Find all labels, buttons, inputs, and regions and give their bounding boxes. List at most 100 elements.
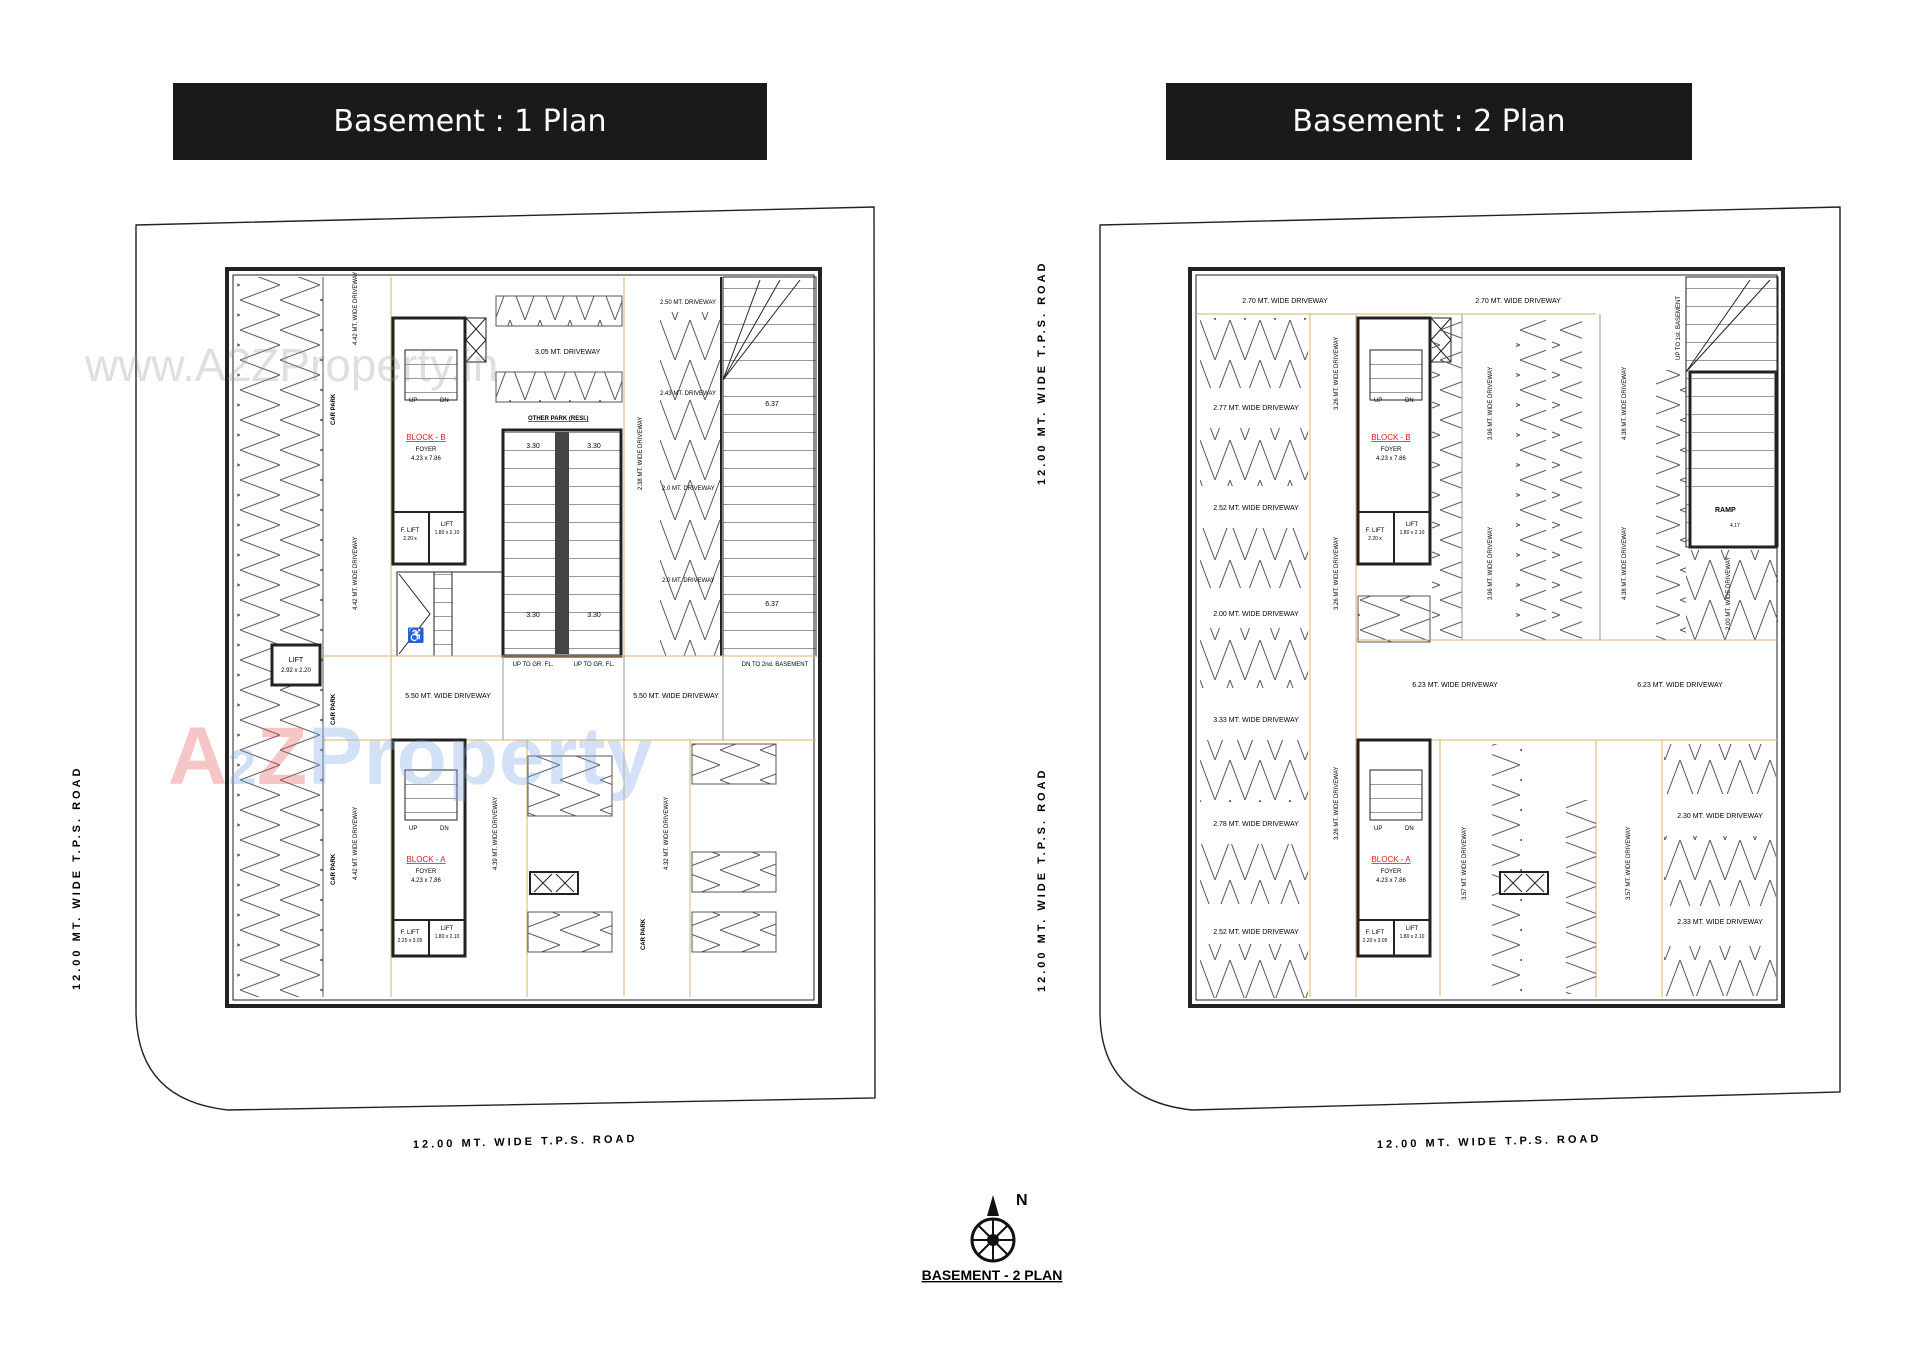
driveway-550: 5.50 MT. WIDE DRIVEWAY <box>633 693 719 700</box>
driveway-357: 3.57 MT. WIDE DRIVEWAY <box>1462 827 1468 900</box>
f-lift-size: 2.20 x 3.05 <box>1363 938 1388 944</box>
lift-label: LIFT <box>441 926 454 932</box>
driveway-277: 2.77 MT. WIDE DRIVEWAY <box>1213 405 1299 412</box>
foyer-size: 4.23 x 7.86 <box>411 456 441 462</box>
site-boundary <box>135 206 876 1111</box>
site-boundary <box>1099 206 1841 1111</box>
f-lift-size: 2.20 x <box>1368 536 1382 542</box>
accessible-icon: ♿ <box>407 627 424 644</box>
lift-size: 1.80 x 2.10 <box>1400 530 1425 536</box>
ramp-label: RAMP <box>1715 507 1736 514</box>
parking-strip-left <box>237 277 323 997</box>
compass-north-letter: N <box>1016 1192 1028 1209</box>
up-label: UP <box>1374 398 1382 404</box>
driveway-243: 2.43 MT. DRIVEWAY <box>660 391 716 397</box>
driveway-20: 2.0 MT. DRIVEWAY <box>662 578 715 584</box>
dn-label: DN <box>440 398 449 404</box>
foyer-size: 4.23 x 7.86 <box>411 878 441 884</box>
ramp-down-to-2nd <box>722 276 817 657</box>
dn-label: DN <box>440 826 449 832</box>
ramp-637: 6.37 <box>765 401 779 408</box>
driveway-250: 2.50 MT. DRIVEWAY <box>660 300 716 306</box>
driveway-top: 3.05 MT. DRIVEWAY <box>535 349 601 356</box>
lift-size: 1.80 x 2.10 <box>435 934 460 940</box>
car-park-label: CAR PARK <box>641 918 647 950</box>
parking-lower-mid <box>527 755 613 817</box>
ramp-637: 6.37 <box>765 601 779 608</box>
driveway-200: 2.00 MT. WIDE DRIVEWAY <box>1213 611 1299 618</box>
lift-box-left <box>270 643 322 687</box>
f-lift-label: F. LIFT <box>1366 528 1385 534</box>
foyer-label: FOYER <box>416 447 437 453</box>
up-label: UP <box>409 398 417 404</box>
road-label-left: 12.00 MT. WIDE T.P.S. ROAD <box>1036 767 1048 992</box>
driveway-623: 6.23 MT. WIDE DRIVEWAY <box>1637 682 1723 689</box>
lift-size: 1.80 x 2.10 <box>1400 934 1425 940</box>
lift-left-size: 2.92 x 2.20 <box>281 668 311 674</box>
basement-2-plan-banner: Basement : 2 Plan <box>1166 83 1692 160</box>
road-label-left-top: 12.00 MT. WIDE T.P.S. ROAD <box>1036 260 1048 485</box>
ramp-width: 3.30 <box>526 612 540 619</box>
lift-left-label: LIFT <box>289 657 304 664</box>
block-b-label: BLOCK - B <box>406 433 446 442</box>
driveway-432: 4.32 MT. WIDE DRIVEWAY <box>664 797 670 870</box>
car-park-label: CAR PARK <box>331 853 337 885</box>
up-label: UP <box>1374 826 1382 832</box>
up-to-1st-basement: UP TO 1st. BASEMENT <box>1676 296 1682 360</box>
driveway-357: 3.57 MT. WIDE DRIVEWAY <box>1626 827 1632 900</box>
foyer-label: FOYER <box>1381 447 1402 453</box>
driveway-396: 3.96 MT. WIDE DRIVEWAY <box>1488 527 1494 600</box>
driveway-326: 3.26 MT. WIDE DRIVEWAY <box>1334 767 1340 840</box>
driveway-278: 2.78 MT. WIDE DRIVEWAY <box>1213 821 1299 828</box>
road-label-left: 12.00 MT. WIDE T.P.S. ROAD <box>71 765 83 990</box>
ramp-width: 3.30 <box>587 443 601 450</box>
driveway-238: 2.38 MT. WIDE DRIVEWAY <box>638 417 644 490</box>
ramp-width: 3.30 <box>526 443 540 450</box>
f-lift-size: 2.20 x <box>403 536 417 542</box>
parking-lower-mid <box>1492 744 1522 994</box>
driveway-438: 4.38 MT. WIDE DRIVEWAY <box>1622 367 1628 440</box>
car-park-label: CAR PARK <box>331 393 337 425</box>
foyer-size: 4.23 x 7.86 <box>1376 456 1406 462</box>
block-a-label: BLOCK - A <box>406 855 446 864</box>
plan-2: 2.70 MT. WIDE DRIVEWAY 2.70 MT. WIDE DRI… <box>1036 206 1841 1151</box>
plan-1: LIFT 2.92 x 2.20 UP DN BLOCK - B FOYER 4… <box>71 206 876 1151</box>
driveway-442: 4.42 MT. WIDE DRIVEWAY <box>353 272 359 345</box>
basement-1-plan-banner: Basement : 1 Plan <box>173 83 767 160</box>
banner-title: Basement : 1 Plan <box>333 104 607 139</box>
driveway-252: 2.52 MT. WIDE DRIVEWAY <box>1213 929 1299 936</box>
lift-label: LIFT <box>1406 522 1419 528</box>
road-label-bottom: 12.00 MT. WIDE T.P.S. ROAD <box>413 1133 638 1151</box>
block-b-label: BLOCK - B <box>1371 433 1411 442</box>
driveway-230: 2.30 MT. WIDE DRIVEWAY <box>1677 813 1763 820</box>
foyer-size: 4.23 x 7.86 <box>1376 878 1406 884</box>
up-to-ground: UP TO GR. FL. <box>574 662 615 668</box>
f-lift-size: 2.25 x 3.05 <box>398 938 423 944</box>
basement-outline <box>1188 267 1785 1008</box>
parking-lower-right <box>1664 744 1776 794</box>
driveway-270: 2.70 MT. WIDE DRIVEWAY <box>1242 298 1328 305</box>
f-lift-label: F. LIFT <box>1366 930 1385 936</box>
lift-size: 1.80 x 2.10 <box>435 530 460 536</box>
north-compass-icon: N <box>970 1192 1028 1263</box>
other-park: OTHER PARK (RESI.) <box>528 416 589 422</box>
driveway-442: 4.42 MT. WIDE DRIVEWAY <box>353 537 359 610</box>
basement-outline <box>225 267 822 1008</box>
banner-title: Basement : 2 Plan <box>1292 104 1566 139</box>
up-to-ground: UP TO GR. FL. <box>513 662 554 668</box>
fan-box <box>1499 871 1549 895</box>
driveway-623: 6.23 MT. WIDE DRIVEWAY <box>1412 682 1498 689</box>
ramp-width: 3.30 <box>587 612 601 619</box>
fan-box <box>529 871 579 895</box>
down-to-2nd: DN TO 2nd. BASEMENT <box>742 662 809 668</box>
parking-right-top <box>660 312 720 656</box>
dn-label: DN <box>1405 826 1414 832</box>
f-lift-label: F. LIFT <box>401 930 420 936</box>
driveway-396: 3.96 MT. WIDE DRIVEWAY <box>1488 367 1494 440</box>
driveway-550: 5.50 MT. WIDE DRIVEWAY <box>405 693 491 700</box>
block-a-label: BLOCK - A <box>1371 855 1411 864</box>
parking-top-middle <box>495 295 623 327</box>
f-lift-label: F. LIFT <box>401 528 420 534</box>
parking-lower-right <box>691 743 777 785</box>
car-park-label: CAR PARK <box>331 693 337 725</box>
